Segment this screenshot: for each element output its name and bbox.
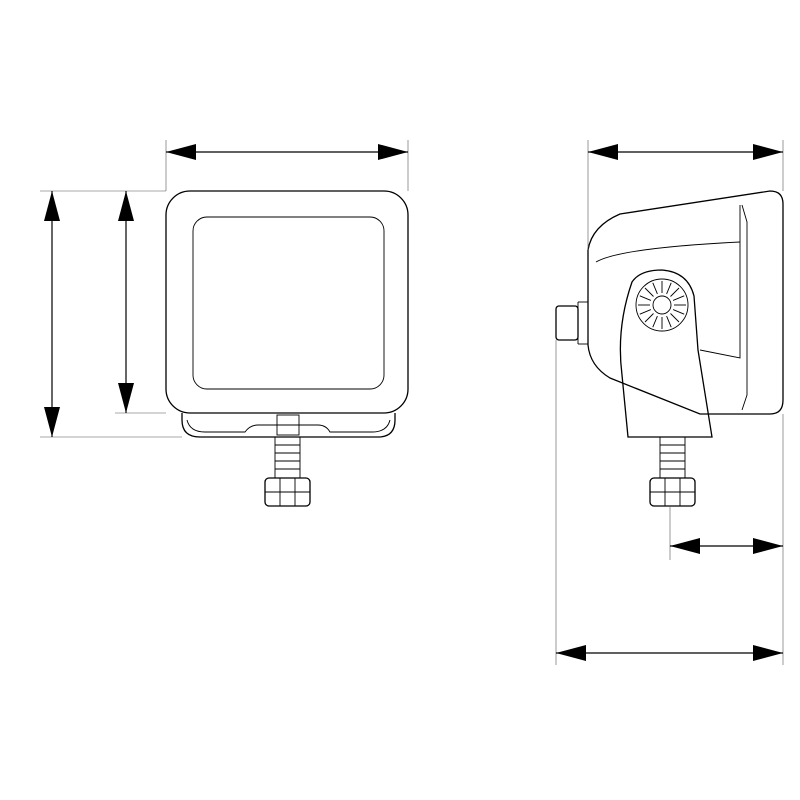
- side-bolt: [659, 437, 686, 478]
- side-bezel: [741, 204, 748, 411]
- knob-tooth: [666, 315, 672, 328]
- side-mount-arm: [619, 269, 713, 438]
- side-housing-outline: [587, 190, 784, 415]
- knob-tooth: [670, 313, 680, 323]
- front-nut: [264, 477, 311, 507]
- front-housing-outline: [165, 190, 409, 414]
- knob-tooth: [652, 282, 658, 295]
- side-connector: [555, 301, 588, 345]
- knob-tooth: [639, 309, 652, 315]
- knob-tooth: [644, 287, 654, 297]
- side-adjust-knob: [635, 278, 689, 332]
- knob-tooth: [670, 287, 680, 297]
- knob-tooth: [672, 295, 685, 301]
- side-face-line: [699, 205, 741, 359]
- side-bolt-offset-dimension: [670, 538, 783, 554]
- knob-tooth: [652, 315, 658, 328]
- front-outer-height-dimension: [44, 191, 60, 437]
- front-lens: [192, 216, 385, 390]
- front-stem: [276, 414, 300, 436]
- front-bracket-inner: [186, 419, 391, 433]
- knob-tooth: [639, 295, 652, 301]
- side-view: [555, 140, 784, 665]
- front-inner-height-dimension: [118, 191, 134, 413]
- side-upper-curve: [595, 241, 741, 263]
- front-view: [40, 140, 409, 507]
- front-bracket: [181, 413, 396, 438]
- knob-tooth: [644, 313, 654, 323]
- side-overall-depth-dimension: [556, 645, 783, 661]
- knob-tooth: [672, 309, 685, 315]
- side-depth-dimension: [588, 144, 783, 160]
- front-width-dimension: [166, 144, 408, 160]
- side-nut: [649, 477, 696, 507]
- knob-tooth: [666, 282, 672, 295]
- front-bolt: [274, 437, 301, 478]
